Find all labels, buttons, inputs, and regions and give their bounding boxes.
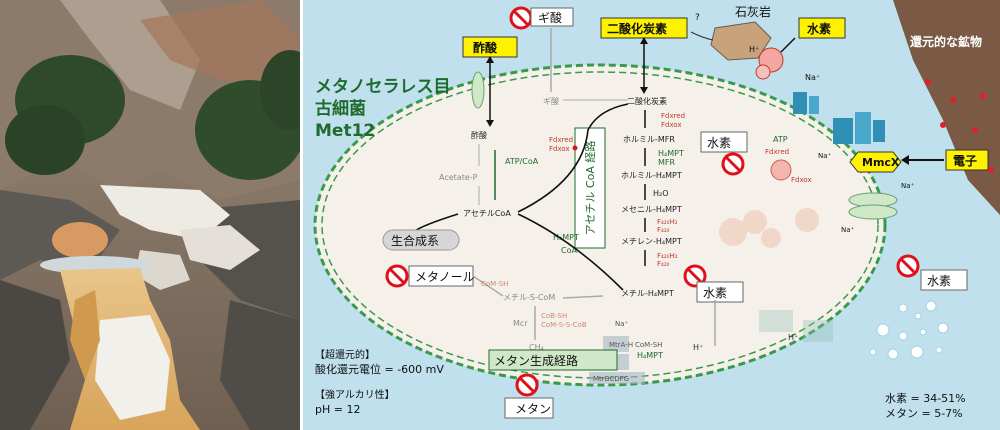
hplus-right: H⁺ (788, 333, 798, 342)
cob-sh-label: CoB-SH (541, 312, 567, 320)
methyl-h4mpt: メチル-H₄MPT (621, 289, 674, 298)
h4mpt-left: H₄MPT (553, 233, 579, 242)
hydrogen-b-box (696, 281, 744, 303)
hydrogen-c-label: 水素 (927, 274, 951, 288)
acetate-label: 酢酸 (473, 40, 498, 55)
metabolism-diagram: 還元的な鉱物 メタノセラレス目 古細菌 Met12 酢酸 ギ酸 ギ酸 二酸化炭素… (303, 0, 1000, 430)
f420-a: F₄₂₀ (657, 226, 670, 234)
electron-label-box (945, 149, 989, 171)
fd-ox-hyd: Fdxox (791, 176, 812, 184)
metabolism-svg: 還元的な鉱物 メタノセラレス目 古細菌 Met12 酢酸 ギ酸 ギ酸 二酸化炭素… (303, 0, 1000, 430)
acetate-p-molecule: Acetate-P (439, 173, 478, 182)
hydrogen-percent: 水素 = 34-51% (885, 392, 966, 405)
f420-b: F₄₂₀ (657, 260, 670, 268)
naplus-right: Na⁺ (901, 182, 915, 190)
h2o-label: H₂O (653, 189, 669, 198)
field-site-illustration (0, 0, 300, 430)
hplus-limestone: H⁺ (749, 45, 759, 54)
question-mark: ? (695, 13, 700, 23)
acetyl-coa-pathway-box (574, 127, 606, 249)
naplus-top: Na⁺ (805, 73, 820, 82)
fd-ox-left: Fdxox (549, 145, 570, 153)
reducing-title: 【超還元的】 (315, 348, 375, 361)
methane-label: メタン (515, 402, 551, 416)
f420h2-a: F₄₂₀H₂ (657, 218, 678, 226)
ch4-label: CH₄ (529, 343, 544, 352)
fd-ox-right: Fdxox (661, 121, 682, 129)
atp-coa-label: ATP/CoA (505, 157, 539, 166)
co2-label: 二酸化炭素 (607, 21, 667, 36)
methane-label-box (504, 397, 554, 419)
acetyl-coa-molecule: アセチルCoA (463, 209, 511, 218)
electron-label: 電子 (953, 154, 977, 168)
redox-value: 酸化還元電位 = -600 mV (315, 362, 444, 376)
enzyme-complex-icon (833, 118, 853, 144)
strain-name: Met12 (315, 121, 375, 141)
methyl-s-com: メチル-S-CoM (503, 293, 555, 302)
naplus-mmcx: Na⁺ (818, 152, 832, 160)
hplus-bottom: H⁺ (693, 343, 703, 352)
acetate-molecule: 酢酸 (471, 130, 487, 140)
mcr-label: Mcr (513, 319, 528, 328)
co2-molecule: 二酸化炭素 (627, 96, 667, 106)
hydrogen-a-label: 水素 (707, 136, 731, 150)
methylene-h4mpt: メチレン-H₄MPT (621, 237, 682, 246)
reducing-minerals-label: 還元的な鉱物 (910, 34, 982, 49)
coa-label: CoA (561, 246, 577, 255)
formate-label-box (530, 7, 574, 27)
formyl-mfr: ホルミル-MFR (623, 135, 675, 144)
methanogenesis-box (488, 349, 618, 371)
hydrogen-bubble-icon (869, 300, 949, 360)
ph-value: pH = 12 (315, 403, 360, 416)
formate-molecule: ギ酸 (543, 96, 559, 106)
com-sh-mtr: CoM-SH (635, 341, 662, 349)
methanol-label: メタノール (415, 270, 475, 284)
naplus-transporter: Na⁺ (841, 226, 855, 234)
hydrogen-b-label: 水素 (703, 286, 727, 300)
biosynthesis-label: 生合成系 (391, 233, 439, 248)
methanogenesis-label: メタン生成経路 (494, 353, 578, 368)
limestone-rock-icon (710, 21, 772, 61)
h4mpt-right: H₄MPT (658, 149, 684, 158)
com-sh-top: CoM-SH (481, 280, 508, 288)
limestone-label: 石灰岩 (735, 4, 771, 19)
domain-name: 古細菌 (315, 98, 366, 119)
acetyl-coa-pathway-label: アセチル CoA 経路 (584, 141, 597, 236)
naplus-mtr: Na⁺ (615, 320, 629, 328)
hydrogen-label-box (798, 17, 846, 39)
hydrogen-c-box (920, 269, 968, 291)
order-name: メタノセラレス目 (315, 77, 451, 97)
methane-percent: メタン = 5-7% (885, 407, 963, 420)
methenyl-h4mpt: メセニル-H₄MPT (621, 205, 682, 214)
formate-label: ギ酸 (538, 10, 562, 25)
fd-red-right: Fdxred (661, 112, 685, 120)
field-site-photo (0, 0, 300, 430)
alkaline-title: 【強アルカリ性】 (315, 388, 395, 401)
enzyme-complex-icon (719, 208, 833, 342)
atp-label: ATP (773, 135, 788, 144)
hydrogen-label: 水素 (807, 21, 831, 36)
acetate-transporter-icon (471, 71, 485, 109)
f420h2-b: F₄₂₀H₂ (657, 252, 678, 260)
fd-red-hyd: Fdxred (765, 148, 789, 156)
mtr-label: MtrA-H (609, 341, 633, 349)
fd-red-left: Fdxred (549, 136, 573, 144)
biosynthesis-box (382, 229, 460, 251)
mtrbcdfg-label: MtrBCDFG (593, 375, 629, 383)
formyl-h4mpt: ホルミル-H₄MPT (621, 171, 682, 180)
hydrogen-a-box (700, 131, 748, 153)
enzyme-complex-icon (793, 92, 807, 114)
h4mpt-mtr: H₄MPT (637, 351, 663, 360)
mfr-label: MFR (658, 158, 676, 167)
mmcx-label: MmcX (862, 156, 900, 169)
cos-scob-label: CoM-S-S-CoB (541, 321, 587, 329)
mmcx-icon (849, 151, 902, 173)
